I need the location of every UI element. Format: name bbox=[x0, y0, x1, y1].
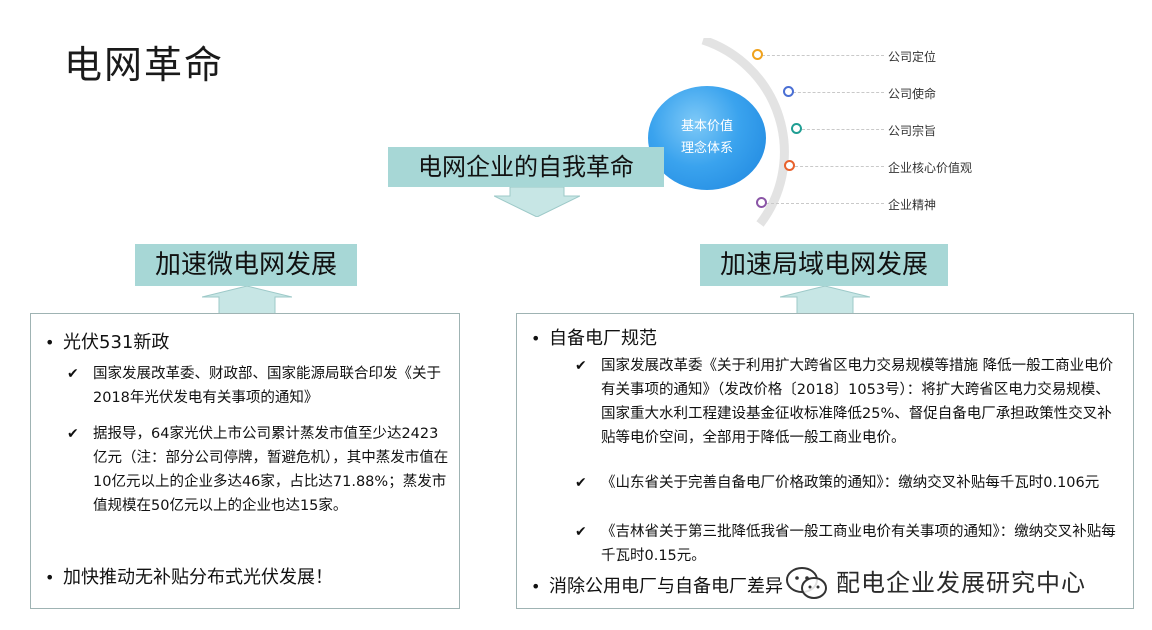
concept-item-spirit: 企业精神 bbox=[888, 198, 937, 212]
concept-dot bbox=[791, 123, 802, 134]
bullet-text: 加快推动无补贴分布式光伏发展！ bbox=[63, 567, 333, 588]
bullet-icon: • bbox=[45, 568, 55, 587]
check-icon: ✔ bbox=[67, 366, 79, 382]
check-text: 国家发展改革委《关于利用扩大跨省区电力交易规模等措施 降低一般工商业电价有关事项… bbox=[601, 358, 1114, 446]
check-text: 《山东省关于完善自备电厂价格政策的通知》：缴纳交叉补贴每千瓦时0.106元 bbox=[601, 475, 1100, 491]
concept-item-mission: 公司使命 bbox=[888, 87, 937, 101]
check-icon: ✔ bbox=[575, 475, 587, 491]
check-icon: ✔ bbox=[575, 358, 587, 374]
local-grid-content-box: • 自备电厂规范 ✔ 国家发展改革委《关于利用扩大跨省区电力交易规模等措施 降低一… bbox=[516, 313, 1134, 609]
banner-self-revolution: 电网企业的自我革命 bbox=[388, 147, 664, 187]
list-item: ✔ 《吉林省关于第三批降低我省一般工商业电价有关事项的通知》：缴纳交叉补贴每千瓦… bbox=[575, 520, 1119, 568]
up-arrow-icon bbox=[202, 286, 292, 314]
list-item: • 自备电厂规范 bbox=[531, 324, 657, 350]
concept-center-circle: 基本价值 理念体系 bbox=[648, 86, 766, 190]
page-title: 电网革命 bbox=[64, 43, 225, 87]
concept-dot bbox=[752, 49, 763, 60]
check-text: 国家发展改革委、财政部、国家能源局联合印发《关于2018年光伏发电有关事项的通知… bbox=[93, 366, 441, 406]
list-item: ✔ 国家发展改革委《关于利用扩大跨省区电力交易规模等措施 降低一般工商业电价有关… bbox=[575, 354, 1119, 450]
bullet-text: 光伏531新政 bbox=[63, 332, 170, 353]
list-item: ✔ 《山东省关于完善自备电厂价格政策的通知》：缴纳交叉补贴每千瓦时0.106元 bbox=[575, 471, 1119, 495]
bullet-icon: • bbox=[45, 333, 55, 352]
concept-item-positioning: 公司定位 bbox=[888, 50, 937, 64]
microgrid-content-box: • 光伏531新政 ✔ 国家发展改革委、财政部、国家能源局联合印发《关于2018年… bbox=[30, 313, 460, 609]
bullet-icon: • bbox=[531, 577, 541, 596]
list-item: • 加快推动无补贴分布式光伏发展！ bbox=[45, 563, 333, 589]
concept-connector bbox=[793, 92, 884, 93]
concept-connector bbox=[795, 166, 884, 167]
bullet-text: 消除公用电厂与自备电厂差异 bbox=[549, 576, 783, 597]
bullet-text: 自备电厂规范 bbox=[549, 328, 657, 349]
list-item: • 消除公用电厂与自备电厂差异 bbox=[531, 572, 783, 598]
list-item: ✔ 国家发展改革委、财政部、国家能源局联合印发《关于2018年光伏发电有关事项的… bbox=[67, 362, 449, 410]
concept-connector bbox=[766, 203, 884, 204]
banner-microgrid: 加速微电网发展 bbox=[135, 244, 357, 286]
concept-item-purpose: 公司宗旨 bbox=[888, 124, 937, 138]
concept-center-line1: 基本价值 bbox=[680, 119, 733, 134]
wechat-icon bbox=[786, 567, 827, 599]
banner-local-grid: 加速局域电网发展 bbox=[700, 244, 948, 286]
concept-dot bbox=[784, 160, 795, 171]
up-arrow-icon bbox=[780, 286, 870, 314]
list-item: • 光伏531新政 bbox=[45, 328, 169, 354]
concept-center-line2: 理念体系 bbox=[680, 141, 733, 156]
down-arrow-icon bbox=[494, 187, 580, 217]
concept-connector bbox=[762, 55, 884, 56]
watermark-text: 配电企业发展研究中心 bbox=[836, 569, 1086, 597]
concept-arc bbox=[701, 38, 789, 227]
concept-connector bbox=[802, 129, 884, 130]
concept-item-core-values: 企业核心价值观 bbox=[888, 161, 973, 175]
list-item: ✔ 据报导，64家光伏上市公司累计蒸发市值至少达2423亿元（注：部分公司停牌，… bbox=[67, 422, 449, 518]
check-icon: ✔ bbox=[575, 524, 587, 540]
concept-dot bbox=[783, 86, 794, 97]
concept-dot bbox=[756, 197, 767, 208]
check-text: 据报导，64家光伏上市公司累计蒸发市值至少达2423亿元（注：部分公司停牌，暂避… bbox=[93, 426, 449, 514]
check-icon: ✔ bbox=[67, 426, 79, 442]
bullet-icon: • bbox=[531, 329, 541, 348]
check-text: 《吉林省关于第三批降低我省一般工商业电价有关事项的通知》：缴纳交叉补贴每千瓦时0… bbox=[601, 524, 1116, 564]
